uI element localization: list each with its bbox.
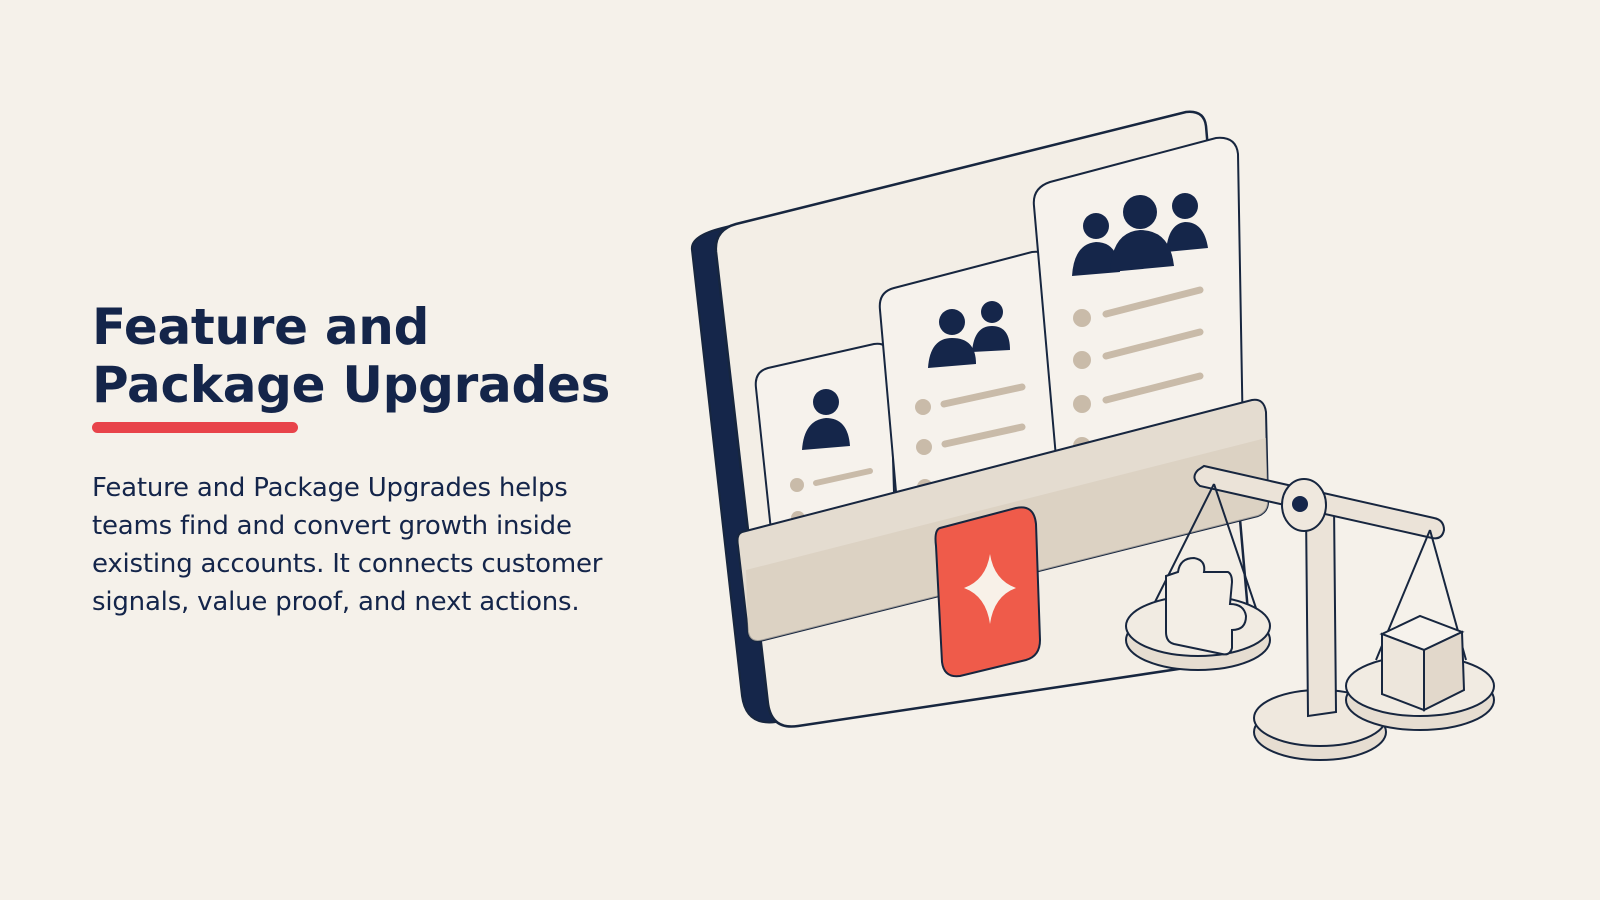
three-users-icon <box>1072 193 1208 276</box>
description-text: Feature and Package Upgrades helps teams… <box>92 473 603 617</box>
sparkle-icon <box>964 554 1016 624</box>
balance-scale-icon <box>1125 464 1495 761</box>
page-title: Feature and Package Upgrades <box>92 298 611 414</box>
upgrade-badge <box>934 506 1042 678</box>
text-block: Feature and Package Upgrades Feature and… <box>92 298 652 621</box>
two-users-icon <box>928 301 1010 368</box>
title-underline <box>92 422 298 433</box>
single-user-icon <box>802 389 850 450</box>
puzzle-piece-icon <box>1165 556 1248 656</box>
cube-icon <box>1379 614 1466 712</box>
illustration <box>690 110 1495 761</box>
